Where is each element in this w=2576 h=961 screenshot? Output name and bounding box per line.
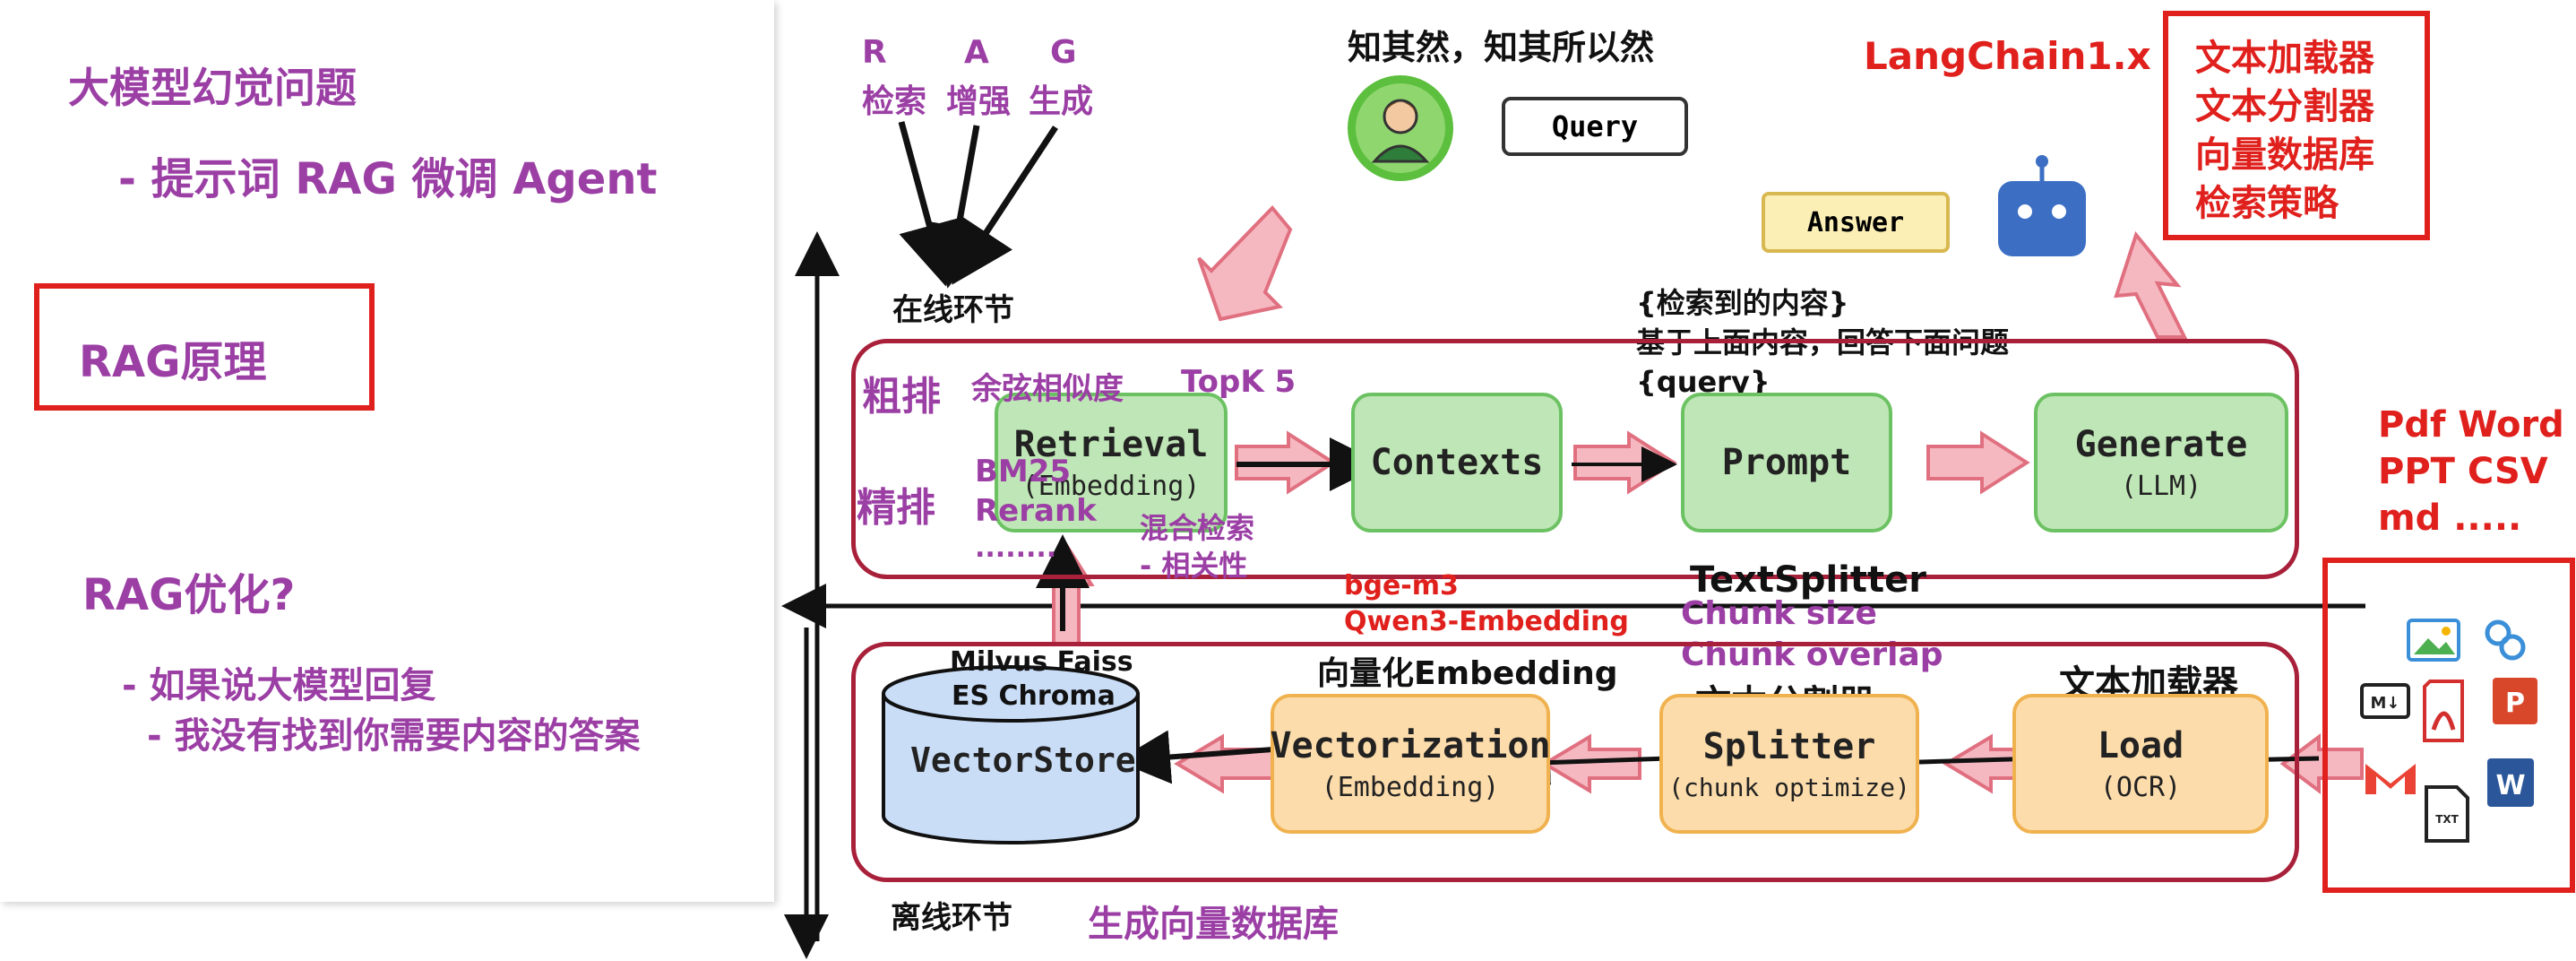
splitter-subtitle: (chunk optimize) (1668, 772, 1910, 802)
contexts-title: Contexts (1370, 442, 1544, 483)
query-box: Query (1502, 97, 1688, 156)
svg-text:M↓: M↓ (2371, 694, 2400, 713)
powerpoint-icon: P (2493, 678, 2537, 724)
rerank-label: Rerank (975, 493, 1097, 529)
embed-model-bge: bge-m3 (1344, 570, 1459, 602)
hallucination-title: 大模型幻觉问题 (68, 64, 357, 112)
vector-db-line-1: Milvus Faiss (950, 646, 1133, 678)
vectorization-subtitle: (Embedding) (1321, 771, 1500, 803)
langchain-components-box: 文本加载器 文本分割器 向量数据库 检索策略 (2163, 11, 2430, 240)
rag-letter-g: G (1050, 34, 1077, 71)
offline-stage-label: 离线环节 (891, 900, 1012, 936)
vectorization-title: Vectorization (1270, 724, 1551, 766)
generate-node: Generate (LLM) (2034, 393, 2288, 532)
generate-subtitle: (LLM) (2120, 470, 2202, 502)
rag-letter-a: A (964, 34, 989, 71)
splitter-node: Splitter (chunk optimize) (1659, 694, 1919, 834)
image-file-icon (2407, 619, 2460, 662)
prompt-node: Prompt (1681, 393, 1892, 532)
chunk-size-label: Chunk size (1681, 595, 1877, 632)
rag-letter-r: R (862, 34, 887, 71)
link-icon (2485, 619, 2526, 661)
vectorization-node: Vectorization (Embedding) (1270, 694, 1551, 834)
svg-text:P: P (2505, 688, 2525, 719)
rag-augment-cn: 增强 (946, 83, 1012, 120)
rag-generate-cn: 生成 (1029, 83, 1094, 120)
topk-label: TopK 5 (1181, 364, 1297, 400)
left-notes-panel: 大模型幻觉问题 - 提示词 RAG 微调 Agent RAG原理 RAG优化? … (0, 0, 774, 902)
markdown-icon: M↓ (2360, 683, 2410, 719)
robot-icon (1994, 154, 2089, 262)
offline-stage (851, 642, 2299, 882)
file-types-line-2: PPT CSV (2378, 451, 2548, 492)
langchain-label: LangChain1.x (1864, 34, 2151, 78)
splitter-title: Splitter (1702, 725, 1876, 767)
online-stage (851, 339, 2299, 579)
generate-vector-db-label: 生成向量数据库 (1088, 904, 1339, 945)
vector-db-names: Milvus Faiss ES Chroma (950, 645, 1133, 714)
retrieval-node: Retrieval (Embedding) (995, 393, 1228, 532)
svg-text:TXT: TXT (2435, 813, 2459, 826)
file-types-line-1: Pdf Word (2378, 404, 2564, 446)
gmail-icon (2365, 764, 2416, 794)
load-subtitle: (OCR) (2099, 771, 2182, 803)
prompt-title: Prompt (1721, 442, 1852, 483)
rag-retrieve-cn: 检索 (862, 83, 927, 120)
user-avatar-icon (1348, 75, 1453, 181)
embed-model-qwen: Qwen3-Embedding (1344, 606, 1629, 637)
relevance-label: - 相关性 (1140, 549, 1248, 583)
optimization-bullet-1: - 如果说大模型回复 (122, 665, 436, 706)
retrieval-title: Retrieval (1013, 423, 1209, 465)
answer-box: Answer (1762, 192, 1950, 253)
hybrid-search-label: 混合检索 (1140, 511, 1255, 545)
file-types-line-3: md ..... (2378, 498, 2522, 539)
langchain-item-retrieval: 检索策略 (2195, 183, 2339, 224)
vector-db-line-2: ES Chroma (952, 680, 1116, 712)
txt-file-icon: TXT (2425, 785, 2469, 843)
langchain-item-vectordb: 向量数据库 (2195, 134, 2374, 176)
retrieval-subtitle: (Embedding) (1021, 470, 1201, 502)
prompt-template-line-1: {检索到的内容} (1636, 286, 1849, 320)
file-types-list: Pdf Word PPT CSV md ..... (2378, 402, 2564, 541)
pdf-icon (2423, 680, 2464, 742)
vectorstore-cylinder (882, 665, 1140, 844)
text-splitter-label: TextSplitter (1690, 559, 1926, 601)
vectorstore-label: VectorStore (910, 740, 1136, 780)
cosine-similarity-label: 余弦相似度 (971, 371, 1124, 407)
load-title: Load (2097, 724, 2184, 766)
load-node: Load (OCR) (2012, 694, 2269, 834)
solutions-subtitle: - 提示词 RAG 微调 Agent (118, 154, 658, 204)
langchain-item-loader: 文本加载器 (2195, 38, 2374, 79)
fine-ranking-label: 精排 (857, 485, 935, 531)
more-methods-dots: ........ (975, 532, 1057, 564)
word-icon: W (2487, 758, 2534, 807)
top-caption: 知其然，知其所以然 (1348, 28, 1655, 67)
rag-principle-label: RAG原理 (79, 337, 267, 387)
rag-principle-box: RAG原理 (34, 283, 375, 411)
online-stage-label: 在线环节 (892, 292, 1014, 328)
bm25-label: BM25 (975, 454, 1072, 489)
rag-optimization-heading: RAG优化? (82, 570, 296, 620)
vectorize-embedding-label: 向量化Embedding (1317, 655, 1618, 692)
svg-text:W: W (2495, 770, 2525, 801)
coarse-ranking-label: 粗排 (862, 374, 941, 420)
source-files-box: M↓ P TXT W (2322, 558, 2575, 893)
generate-title: Generate (2074, 423, 2248, 465)
contexts-node: Contexts (1351, 393, 1563, 532)
optimization-bullet-2: - 我没有找到你需要内容的答案 (147, 715, 641, 757)
langchain-item-splitter: 文本分割器 (2195, 86, 2374, 127)
